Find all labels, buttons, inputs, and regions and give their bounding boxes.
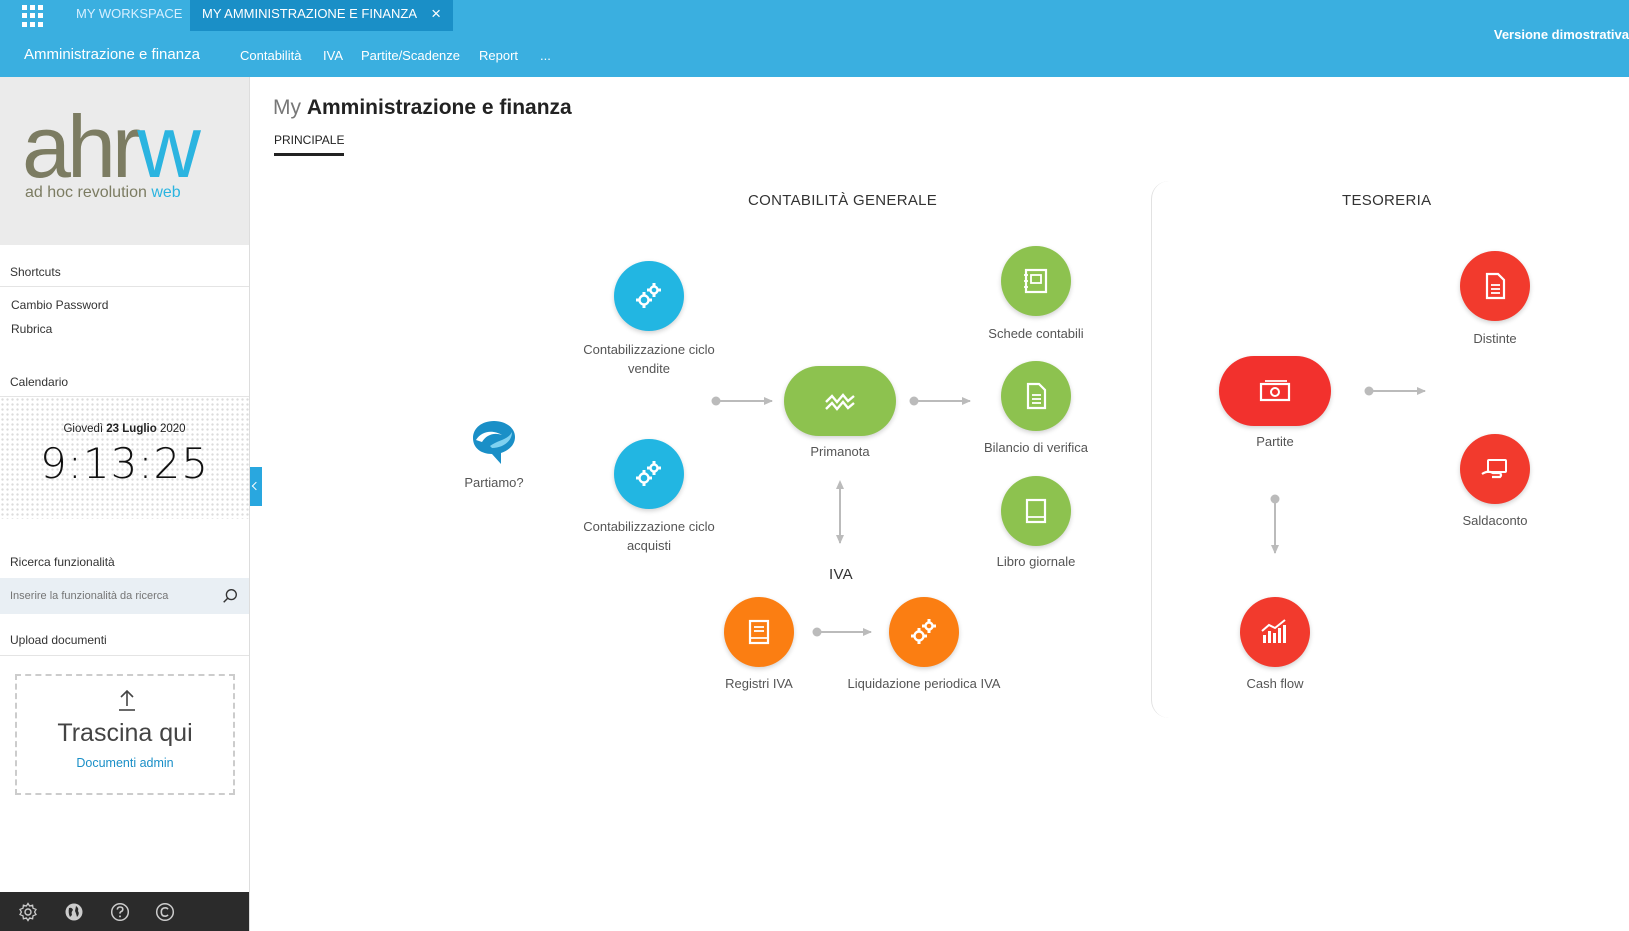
distinte-label: Distinte [1473,331,1517,346]
partite-node[interactable]: Partite [1219,356,1331,449]
section-tesoreria: TESORERIA [1342,192,1432,209]
tab-my-amministrazione[interactable]: MY AMMINISTRAZIONE E FINANZA × [190,0,453,31]
partiamo-label: Partiamo? [464,475,524,490]
contabilizzazione-acquisti-label: Contabilizzazione ciclo acquisti [583,519,715,553]
document-icon [1485,272,1506,300]
sidebar-collapse-button[interactable] [250,467,262,506]
contabilizzazione-vendite-label: Contabilizzazione ciclo vendite [583,342,715,376]
registri-iva-node[interactable]: Registri IVA [724,597,794,691]
book-icon [1025,498,1047,524]
globe-icon[interactable] [64,902,84,922]
sidebar-footer [0,892,249,931]
book-icon [748,619,770,645]
search-input[interactable] [10,586,210,606]
liquidazione-iva-node[interactable]: Liquidazione periodica IVA [848,597,1000,691]
gears-icon [636,461,661,486]
distinte-node[interactable]: Distinte [1460,251,1530,346]
demo-version-label: Versione dimostrativa [1493,27,1629,42]
upload-heading: Upload documenti [10,633,107,647]
schede-contabili-node[interactable]: Schede contabili [988,246,1084,341]
bar-chart-icon [1261,619,1286,643]
search-box [0,578,249,614]
section-contabilita-generale: CONTABILITÀ GENERALE [748,192,938,209]
chart-wave-icon [825,393,855,411]
logo: ahrw ad hoc revolution web [0,77,249,245]
bilancio-verifica-label: Bilancio di verifica [983,440,1089,455]
top-bar: MY WORKSPACE MY AMMINISTRAZIONE E FINANZ… [0,0,1629,77]
partite-label: Partite [1256,434,1294,449]
tab-label: MY AMMINISTRAZIONE E FINANZA [202,6,418,21]
saldaconto-label: Saldaconto [1462,513,1528,528]
page-title: My Amministrazione e finanza [273,96,572,119]
logo-subtitle: ad hoc revolution [25,184,152,201]
partiamo-node[interactable]: Partiamo? [454,418,534,498]
help-icon[interactable] [110,902,130,922]
calendar-heading: Calendario [10,375,69,389]
logo-text-main: ahr [22,97,141,196]
copyright-icon[interactable] [155,902,175,922]
partiamo-logo-icon [473,421,515,464]
menu-more[interactable]: ... [540,48,551,63]
apps-grid-icon[interactable] [22,5,44,27]
upload-dropzone[interactable]: Trascina qui Documenti admin [15,674,235,795]
logo-text-accent: w [137,97,201,196]
bilancio-verifica-node[interactable]: Bilancio di verifica [984,361,1088,455]
search-heading: Ricerca funzionalità [10,555,115,569]
calendar-widget: Giovedì 23 Luglio 2020 9:13:25 [0,397,249,519]
contabilizzazione-vendite-node[interactable]: Contabilizzazione ciclo vendite [583,261,715,376]
gear-icon[interactable] [18,902,38,922]
tab-principale[interactable]: PRINCIPALE [274,133,345,156]
menu-contabilita[interactable]: Contabilità [240,48,302,63]
section-divider [1151,181,1169,718]
gears-icon [911,619,936,644]
schede-contabili-label: Schede contabili [988,326,1084,341]
menu-report[interactable]: Report [479,48,519,63]
gears-icon [636,283,661,308]
section-iva: IVA [829,566,853,583]
cash-flow-node[interactable]: Cash flow [1240,597,1310,691]
primanota-label: Primanota [810,444,870,459]
document-icon [1026,382,1047,410]
shortcuts-heading: Shortcuts [10,265,61,279]
registri-iva-label: Registri IVA [725,676,793,691]
tab-my-workspace[interactable]: MY WORKSPACE [76,6,183,21]
shortcut-cambio-password[interactable]: Cambio Password [11,298,109,312]
liquidazione-iva-label: Liquidazione periodica IVA [847,676,1001,691]
menu-iva[interactable]: IVA [323,48,343,63]
contabilizzazione-acquisti-node[interactable]: Contabilizzazione ciclo acquisti [583,439,715,553]
primanota-node[interactable]: Primanota [784,366,896,459]
calendar-clock: 9:13:25 [40,439,209,488]
tab-bar: MY WORKSPACE MY AMMINISTRAZIONE E FINANZ… [0,0,1629,31]
search-icon[interactable] [221,587,239,605]
banknote-icon [1259,380,1291,402]
libro-giornale-node[interactable]: Libro giornale [997,476,1075,569]
shortcut-rubrica[interactable]: Rubrica [11,322,53,336]
drop-text: Trascina qui [57,719,193,747]
menu-partite-scadenze[interactable]: Partite/Scadenze [361,48,461,63]
sidebar: ahrw ad hoc revolution web Shortcuts Cam… [0,77,250,931]
calendar-date: Giovedì 23 Luglio 2020 [63,423,186,435]
upload-icon [119,689,135,711]
logo-subtitle-accent: web [151,184,181,201]
payment-hand-icon [1481,459,1507,479]
saldaconto-node[interactable]: Saldaconto [1460,434,1530,528]
documenti-admin-link[interactable]: Documenti admin [76,756,174,770]
libro-giornale-label: Libro giornale [996,554,1076,569]
close-icon[interactable]: × [431,4,441,23]
notebook-icon [1024,268,1048,294]
cash-flow-label: Cash flow [1246,676,1304,691]
app-title[interactable]: Amministrazione e finanza [24,46,200,63]
